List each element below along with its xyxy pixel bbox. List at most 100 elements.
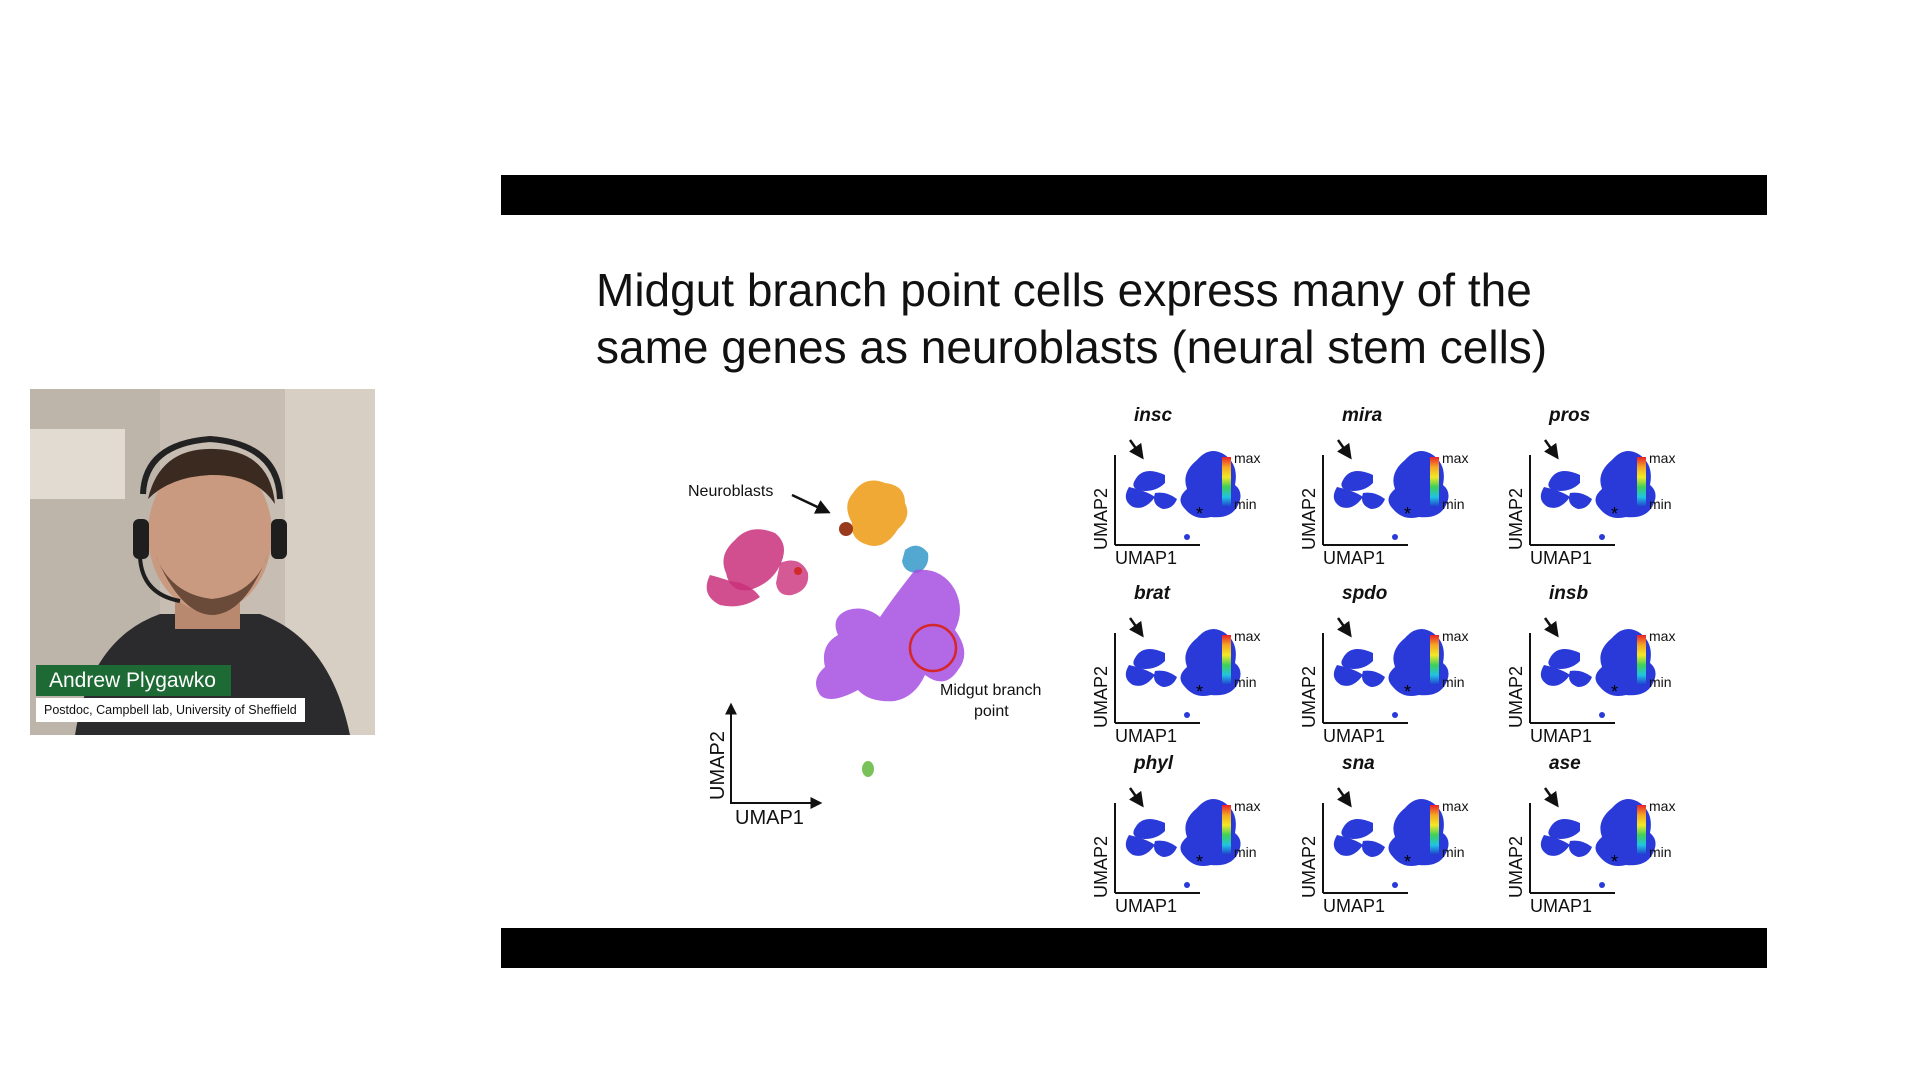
mini-x-label-insb: UMAP1: [1530, 726, 1592, 746]
marker-asterisk-pros: *: [1611, 504, 1618, 524]
mini-y-label-insc: UMAP2: [1091, 488, 1111, 550]
scale-min-sna: min: [1442, 844, 1465, 860]
mini-y-label-mira: UMAP2: [1299, 488, 1319, 550]
marker-asterisk-sna: *: [1404, 852, 1411, 872]
gene-label-pros: pros: [1548, 405, 1590, 426]
cluster-teal: [902, 545, 929, 573]
marker-asterisk-insb: *: [1611, 682, 1618, 702]
midgut-branch-label-line2: point: [974, 703, 1009, 720]
scale-max-ase: max: [1649, 798, 1675, 814]
gene-label-mira: mira: [1342, 405, 1383, 426]
main-umap-plot: [706, 480, 965, 777]
mini-y-label-insb: UMAP2: [1506, 666, 1526, 728]
mini-x-label-pros: UMAP1: [1530, 548, 1592, 568]
color-scale-ase: [1637, 805, 1646, 855]
mini-x-label-sna: UMAP1: [1323, 896, 1385, 916]
cluster-pink-a: [723, 529, 784, 591]
mini-arrow-ase: [1543, 787, 1559, 808]
scale-min-ase: min: [1649, 844, 1672, 860]
mini-y-label-spdo: UMAP2: [1299, 666, 1319, 728]
main-umap-x-axis-label: UMAP1: [735, 807, 804, 829]
cluster-orange: [847, 480, 908, 546]
gene-label-brat: brat: [1134, 583, 1171, 604]
scale-max-insc: max: [1234, 450, 1260, 466]
mini-y-label-brat: UMAP2: [1091, 666, 1111, 728]
color-scale-insc: [1222, 457, 1231, 507]
color-scale-insb: [1637, 635, 1646, 685]
mini-y-label-pros: UMAP2: [1506, 488, 1526, 550]
color-scale-phyl: [1222, 805, 1231, 855]
mini-y-label-phyl: UMAP2: [1091, 836, 1111, 898]
cluster-pink-b: [706, 575, 760, 607]
color-scale-pros: [1637, 457, 1646, 507]
scale-min-spdo: min: [1442, 674, 1465, 690]
color-scale-sna: [1430, 805, 1439, 855]
scale-max-spdo: max: [1442, 628, 1468, 644]
mini-arrow-pros: [1543, 439, 1559, 460]
cluster-purple: [816, 569, 965, 702]
marker-asterisk-phyl: *: [1196, 852, 1203, 872]
mini-x-label-mira: UMAP1: [1323, 548, 1385, 568]
mini-x-label-insc: UMAP1: [1115, 548, 1177, 568]
mini-arrow-insb: [1543, 617, 1559, 638]
neuroblasts-label: Neuroblasts: [688, 483, 773, 500]
scale-max-mira: max: [1442, 450, 1468, 466]
scale-min-insc: min: [1234, 496, 1257, 512]
scale-max-brat: max: [1234, 628, 1260, 644]
cluster-green: [862, 761, 874, 777]
gene-label-spdo: spdo: [1342, 583, 1387, 604]
midgut-branch-label-line1: Midgut branch: [940, 682, 1041, 699]
mini-y-label-ase: UMAP2: [1506, 836, 1526, 898]
scale-max-insb: max: [1649, 628, 1675, 644]
speaker-name-plate: Andrew Plygawko: [36, 665, 231, 696]
mini-x-label-brat: UMAP1: [1115, 726, 1177, 746]
scale-min-phyl: min: [1234, 844, 1257, 860]
gene-label-insc: insc: [1134, 405, 1172, 426]
neuroblasts-arrow: [791, 493, 831, 514]
mini-x-label-spdo: UMAP1: [1323, 726, 1385, 746]
main-umap-y-axis-label: UMAP2: [707, 731, 729, 800]
branch-point-circle: [908, 623, 958, 673]
scale-min-pros: min: [1649, 496, 1672, 512]
cluster-pink-c: [776, 560, 809, 596]
mini-x-label-phyl: UMAP1: [1115, 896, 1177, 916]
marker-asterisk-insc: *: [1196, 504, 1203, 524]
marker-asterisk-spdo: *: [1404, 682, 1411, 702]
mini-arrow-brat: [1128, 617, 1144, 638]
cluster-neuroblasts: [839, 522, 853, 536]
color-scale-spdo: [1430, 635, 1439, 685]
scale-max-phyl: max: [1234, 798, 1260, 814]
color-scale-mira: [1430, 457, 1439, 507]
mini-arrow-mira: [1336, 439, 1352, 460]
mini-arrow-sna: [1336, 787, 1352, 808]
gene-label-phyl: phyl: [1133, 753, 1174, 774]
slide-title: Midgut branch point cells express many o…: [596, 262, 1696, 376]
gene-label-sna: sna: [1342, 753, 1375, 774]
mini-y-label-sna: UMAP2: [1299, 836, 1319, 898]
cluster-red-small: [794, 567, 802, 575]
speaker-video-tile[interactable]: Andrew Plygawko Postdoc, Campbell lab, U…: [30, 389, 375, 735]
mini-x-label-ase: UMAP1: [1530, 896, 1592, 916]
speaker-affiliation-plate: Postdoc, Campbell lab, University of She…: [36, 698, 305, 722]
gene-label-insb: insb: [1549, 583, 1588, 604]
scale-min-mira: min: [1442, 496, 1465, 512]
umap-figure: Neuroblasts Midgut branch point UMAP1 UM…: [688, 405, 1675, 916]
scale-max-sna: max: [1442, 798, 1468, 814]
slide-title-line-1: Midgut branch point cells express many o…: [596, 264, 1532, 316]
marker-asterisk-brat: *: [1196, 682, 1203, 702]
scale-min-brat: min: [1234, 674, 1257, 690]
gene-label-ase: ase: [1549, 753, 1581, 774]
slide-bottom-bar: [501, 928, 1767, 968]
mini-arrow-phyl: [1128, 787, 1144, 808]
scale-max-pros: max: [1649, 450, 1675, 466]
mini-arrow-spdo: [1336, 617, 1352, 638]
color-scale-brat: [1222, 635, 1231, 685]
slide-top-bar: [501, 175, 1767, 215]
